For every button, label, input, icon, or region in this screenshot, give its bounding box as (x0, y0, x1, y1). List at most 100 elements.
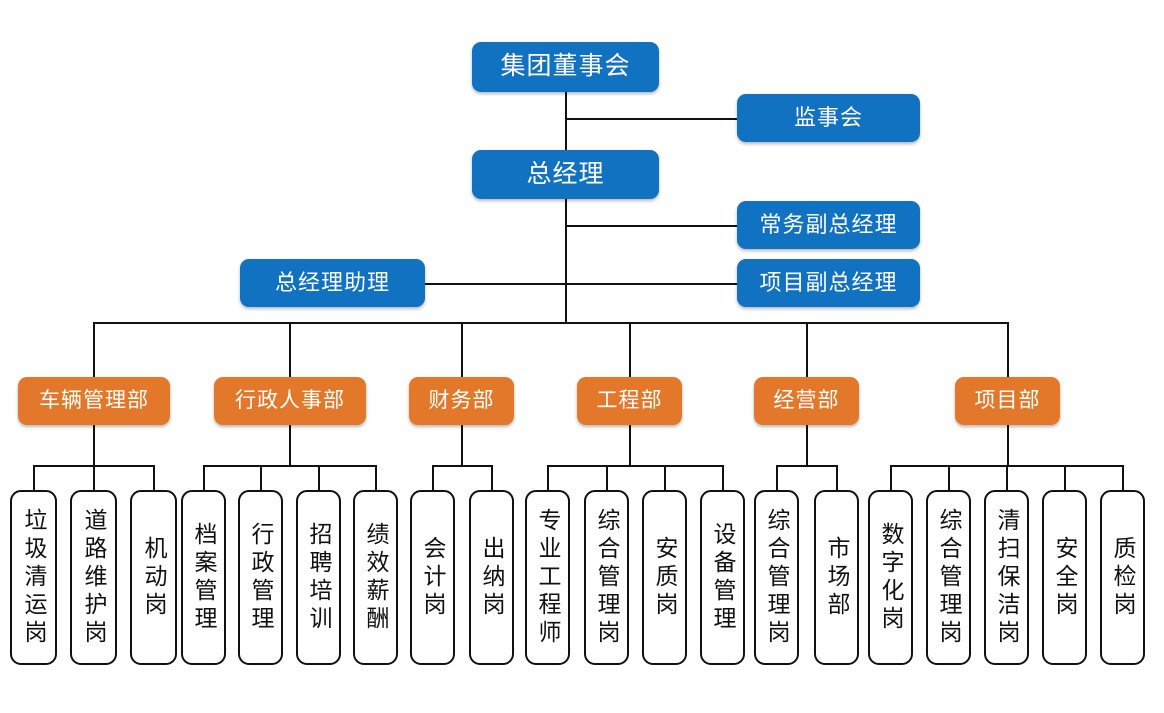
position-label: 档案管理 (191, 521, 216, 634)
position-label: 质检岗 (1110, 535, 1135, 620)
department-label: 车辆管理部 (39, 389, 149, 413)
position-label: 招聘培训 (306, 521, 331, 634)
node-project-deputy-gm[interactable]: 项目副总经理 (737, 259, 920, 307)
connector-dept2-stem (289, 425, 291, 466)
connector-dept1-drop-1 (33, 465, 35, 491)
connector-dept1-stem (93, 425, 95, 466)
node-board[interactable]: 集团董事会 (472, 42, 659, 92)
connector-dept5-bus (776, 465, 837, 467)
position-label: 综合管理岗 (936, 507, 961, 648)
position-box[interactable]: 档案管理 (181, 490, 226, 665)
department-label: 财务部 (428, 389, 495, 413)
connector-dept2-drop-1 (203, 465, 205, 491)
department-node-1[interactable]: 车辆管理部 (18, 377, 170, 425)
connector-board-to-gm (565, 91, 567, 151)
connector-bus-drop-2 (289, 322, 291, 378)
position-box[interactable]: 出纳岗 (469, 490, 514, 665)
position-label: 安质岗 (652, 535, 677, 620)
department-label: 经营部 (773, 389, 840, 413)
connector-dept2-drop-4 (375, 465, 377, 491)
connector-bus-drop-5 (806, 322, 808, 378)
department-node-6[interactable]: 项目部 (955, 377, 1060, 425)
position-box[interactable]: 综合管理岗 (926, 490, 971, 665)
position-box[interactable]: 清扫保洁岗 (984, 490, 1029, 665)
connector-dept2-bus (203, 465, 376, 467)
position-box[interactable]: 专业工程师 (525, 490, 570, 665)
position-box[interactable]: 安质岗 (642, 490, 687, 665)
connector-dept5-drop-2 (836, 465, 838, 491)
connector-bus-drop-6 (1007, 322, 1009, 378)
position-box[interactable]: 数字化岗 (868, 490, 913, 665)
connector-dept2-drop-3 (318, 465, 320, 491)
position-label: 专业工程师 (535, 507, 560, 648)
connector-dept1-drop-2 (93, 465, 95, 491)
position-box[interactable]: 安全岗 (1042, 490, 1087, 665)
connector-dept3-drop-1 (432, 465, 434, 491)
connector-dept3-drop-2 (491, 465, 493, 491)
position-label: 安全岗 (1052, 535, 1077, 620)
connector-dept4-drop-3 (664, 465, 666, 491)
position-box[interactable]: 市场部 (814, 490, 859, 665)
connector-dept4-stem (629, 425, 631, 466)
connector-bus-drop-4 (629, 322, 631, 378)
position-label: 机动岗 (141, 535, 166, 620)
position-label: 绩效薪酬 (363, 521, 388, 634)
node-general-manager[interactable]: 总经理 (472, 150, 659, 199)
position-label: 清扫保洁岗 (994, 507, 1019, 648)
department-node-3[interactable]: 财务部 (409, 377, 514, 425)
connector-dept1-drop-3 (153, 465, 155, 491)
connector-dept4-bus (547, 465, 723, 467)
connector-dept6-drop-5 (1122, 465, 1124, 491)
node-gm-assistant-label: 总经理助理 (274, 269, 390, 295)
node-gm-assistant[interactable]: 总经理助理 (240, 259, 425, 307)
position-label: 综合管理岗 (764, 507, 789, 648)
position-box[interactable]: 会计岗 (410, 490, 455, 665)
connector-dept6-stem (1007, 425, 1009, 466)
department-node-2[interactable]: 行政人事部 (214, 377, 366, 425)
connector-dept2-drop-2 (260, 465, 262, 491)
connector-gm-to-exec-deputy (565, 225, 738, 227)
department-node-4[interactable]: 工程部 (577, 377, 682, 425)
connector-gm-to-bus (565, 198, 567, 323)
node-board-label: 集团董事会 (500, 52, 631, 81)
node-executive-deputy-gm[interactable]: 常务副总经理 (737, 201, 920, 249)
connector-dept5-stem (806, 425, 808, 466)
department-label: 项目部 (974, 389, 1041, 413)
department-node-5[interactable]: 经营部 (754, 377, 859, 425)
position-label: 数字化岗 (878, 521, 903, 634)
position-box[interactable]: 绩效薪酬 (353, 490, 398, 665)
connector-dept6-drop-2 (948, 465, 950, 491)
department-label: 工程部 (596, 389, 663, 413)
position-box[interactable]: 道路维护岗 (70, 490, 117, 665)
connector-dept4-drop-4 (722, 465, 724, 491)
position-label: 综合管理岗 (594, 507, 619, 648)
connector-dept3-bus (432, 465, 492, 467)
position-box[interactable]: 设备管理 (700, 490, 745, 665)
connector-dept4-drop-1 (547, 465, 549, 491)
node-general-manager-label: 总经理 (526, 159, 605, 188)
position-box[interactable]: 机动岗 (130, 490, 177, 665)
position-label: 出纳岗 (479, 535, 504, 620)
connector-dept6-drop-3 (1006, 465, 1008, 491)
connector-dept5-drop-1 (776, 465, 778, 491)
position-box[interactable]: 垃圾清运岗 (10, 490, 57, 665)
node-supervisory-board-label: 监事会 (793, 104, 863, 130)
position-label: 道路维护岗 (81, 507, 106, 648)
connector-board-to-supervisory (565, 118, 738, 120)
connector-dept6-drop-4 (1064, 465, 1066, 491)
department-label: 行政人事部 (235, 389, 345, 413)
connector-department-bus (93, 322, 1008, 324)
position-label: 市场部 (824, 535, 849, 620)
position-box[interactable]: 招聘培训 (296, 490, 341, 665)
position-box[interactable]: 质检岗 (1100, 490, 1145, 665)
position-label: 垃圾清运岗 (21, 507, 46, 648)
position-label: 设备管理 (710, 521, 735, 634)
position-box[interactable]: 综合管理岗 (584, 490, 629, 665)
connector-dept6-drop-1 (890, 465, 892, 491)
position-box[interactable]: 行政管理 (238, 490, 283, 665)
node-supervisory-board[interactable]: 监事会 (737, 94, 920, 142)
connector-bus-drop-3 (461, 322, 463, 378)
connector-gm-assistant-to-project-deputy (424, 283, 738, 285)
position-box[interactable]: 综合管理岗 (754, 490, 799, 665)
